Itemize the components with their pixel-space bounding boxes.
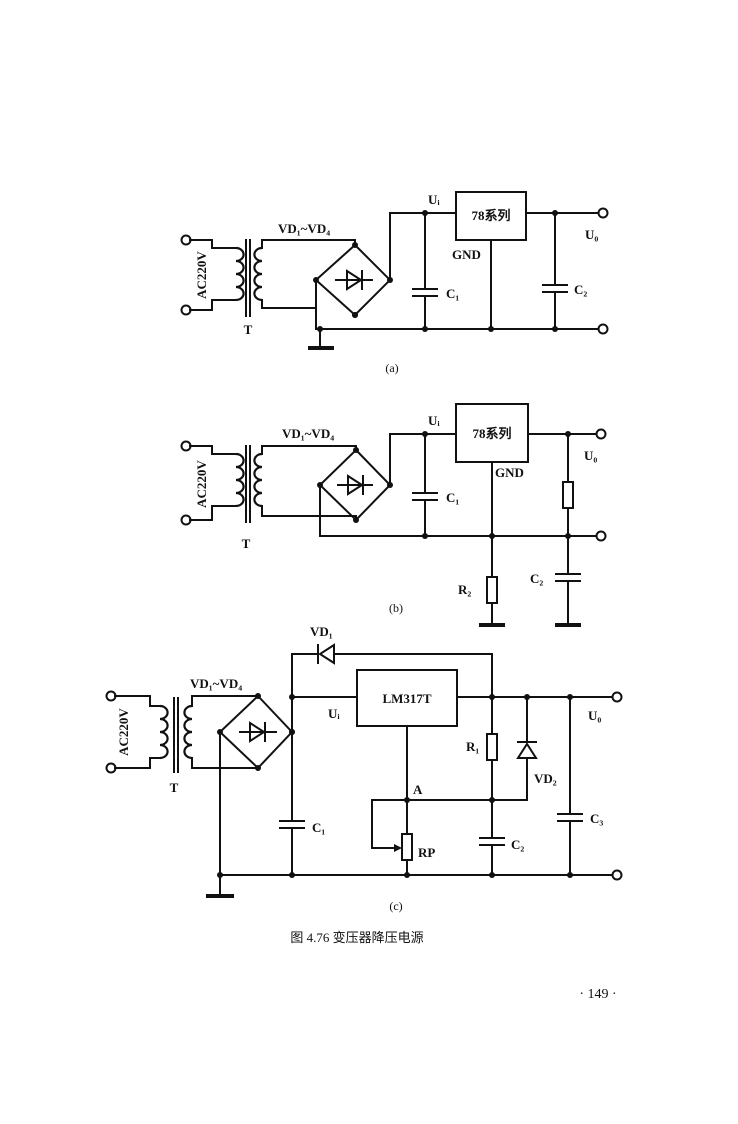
output-terminal-bottom [611, 869, 623, 881]
transformer [211, 239, 263, 317]
subfigure-tag-b: (b) [389, 601, 403, 615]
c1-label: C₁ [312, 820, 325, 835]
transformer [211, 445, 263, 523]
regulator-label: 78系列 [471, 208, 510, 223]
output-voltage-label: U₀ [584, 448, 597, 463]
c1-label: C₁ [446, 286, 459, 301]
diode-icon [249, 721, 266, 743]
potentiometer-rp [401, 833, 413, 861]
bridge-label: VD₁~VD₄ [190, 676, 242, 691]
regulator-label: 78系列 [472, 426, 511, 441]
bridge-label: VD₁~VD₄ [282, 426, 334, 441]
circuit-c: AC220V T VD₁~VD₄ Uᵢ [105, 624, 623, 913]
output-voltage-label: U₀ [585, 227, 598, 242]
vd1-diode-icon [318, 643, 335, 665]
subfigure-tag-a: (a) [385, 361, 398, 375]
output-terminal-top [597, 207, 609, 219]
ac-voltage-label: AC220V [194, 460, 209, 508]
resistor-r1 [486, 733, 498, 761]
bridge-label: VD₁~VD₄ [278, 221, 330, 236]
resistor-output [562, 481, 574, 509]
subfigure-tag-c: (c) [389, 899, 402, 913]
output-terminal-bottom [597, 323, 609, 335]
input-voltage-label: Uᵢ [428, 192, 440, 207]
node-a-label: A [413, 782, 423, 797]
regulator-label: LM317T [382, 691, 431, 706]
c2-label: C₂ [530, 571, 543, 586]
gnd-label: GND [495, 465, 524, 480]
diode-icon [346, 269, 363, 291]
diode-icon [347, 474, 364, 496]
bridge-rectifier [313, 242, 393, 318]
input-voltage-label: Uᵢ [428, 413, 440, 428]
transformer-label: T [244, 322, 253, 337]
output-terminal-top [611, 691, 623, 703]
figure-caption: 图 4.76 变压器降压电源 [290, 930, 423, 945]
output-terminal-top [595, 428, 607, 440]
vd2-diode-icon [516, 742, 538, 759]
vd2-label: VD₂ [534, 771, 557, 786]
resistor-r2 [486, 576, 498, 604]
rp-label: RP [418, 845, 435, 860]
transformer-label: T [170, 780, 179, 795]
circuit-b: AC220V T VD₁~VD₄ Uᵢ 78系列 GND [180, 403, 607, 627]
input-voltage-label: Uᵢ [328, 706, 340, 721]
r1-label: R₁ [466, 739, 479, 754]
rp-wiper-arrow [394, 844, 402, 852]
output-terminal-bottom [595, 530, 607, 542]
circuit-a: AC220V T VD₁~VD₄ Uᵢ [180, 191, 609, 375]
ac-voltage-label: AC220V [194, 251, 209, 299]
ac-voltage-label: AC220V [116, 708, 131, 756]
r2-label: R₂ [458, 582, 471, 597]
page-number: · 149 · [579, 987, 616, 1002]
gnd-label: GND [452, 247, 481, 262]
c2-label: C₂ [511, 837, 524, 852]
c3-label: C₃ [590, 811, 603, 826]
bridge-rectifier [317, 447, 393, 523]
bridge-rectifier [217, 693, 295, 771]
c2-label: C₂ [574, 282, 587, 297]
transformer-label: T [242, 536, 251, 551]
transformer [149, 697, 193, 773]
c1-label: C₁ [446, 490, 459, 505]
output-voltage-label: U₀ [588, 708, 601, 723]
vd1-label: VD₁ [310, 624, 333, 639]
